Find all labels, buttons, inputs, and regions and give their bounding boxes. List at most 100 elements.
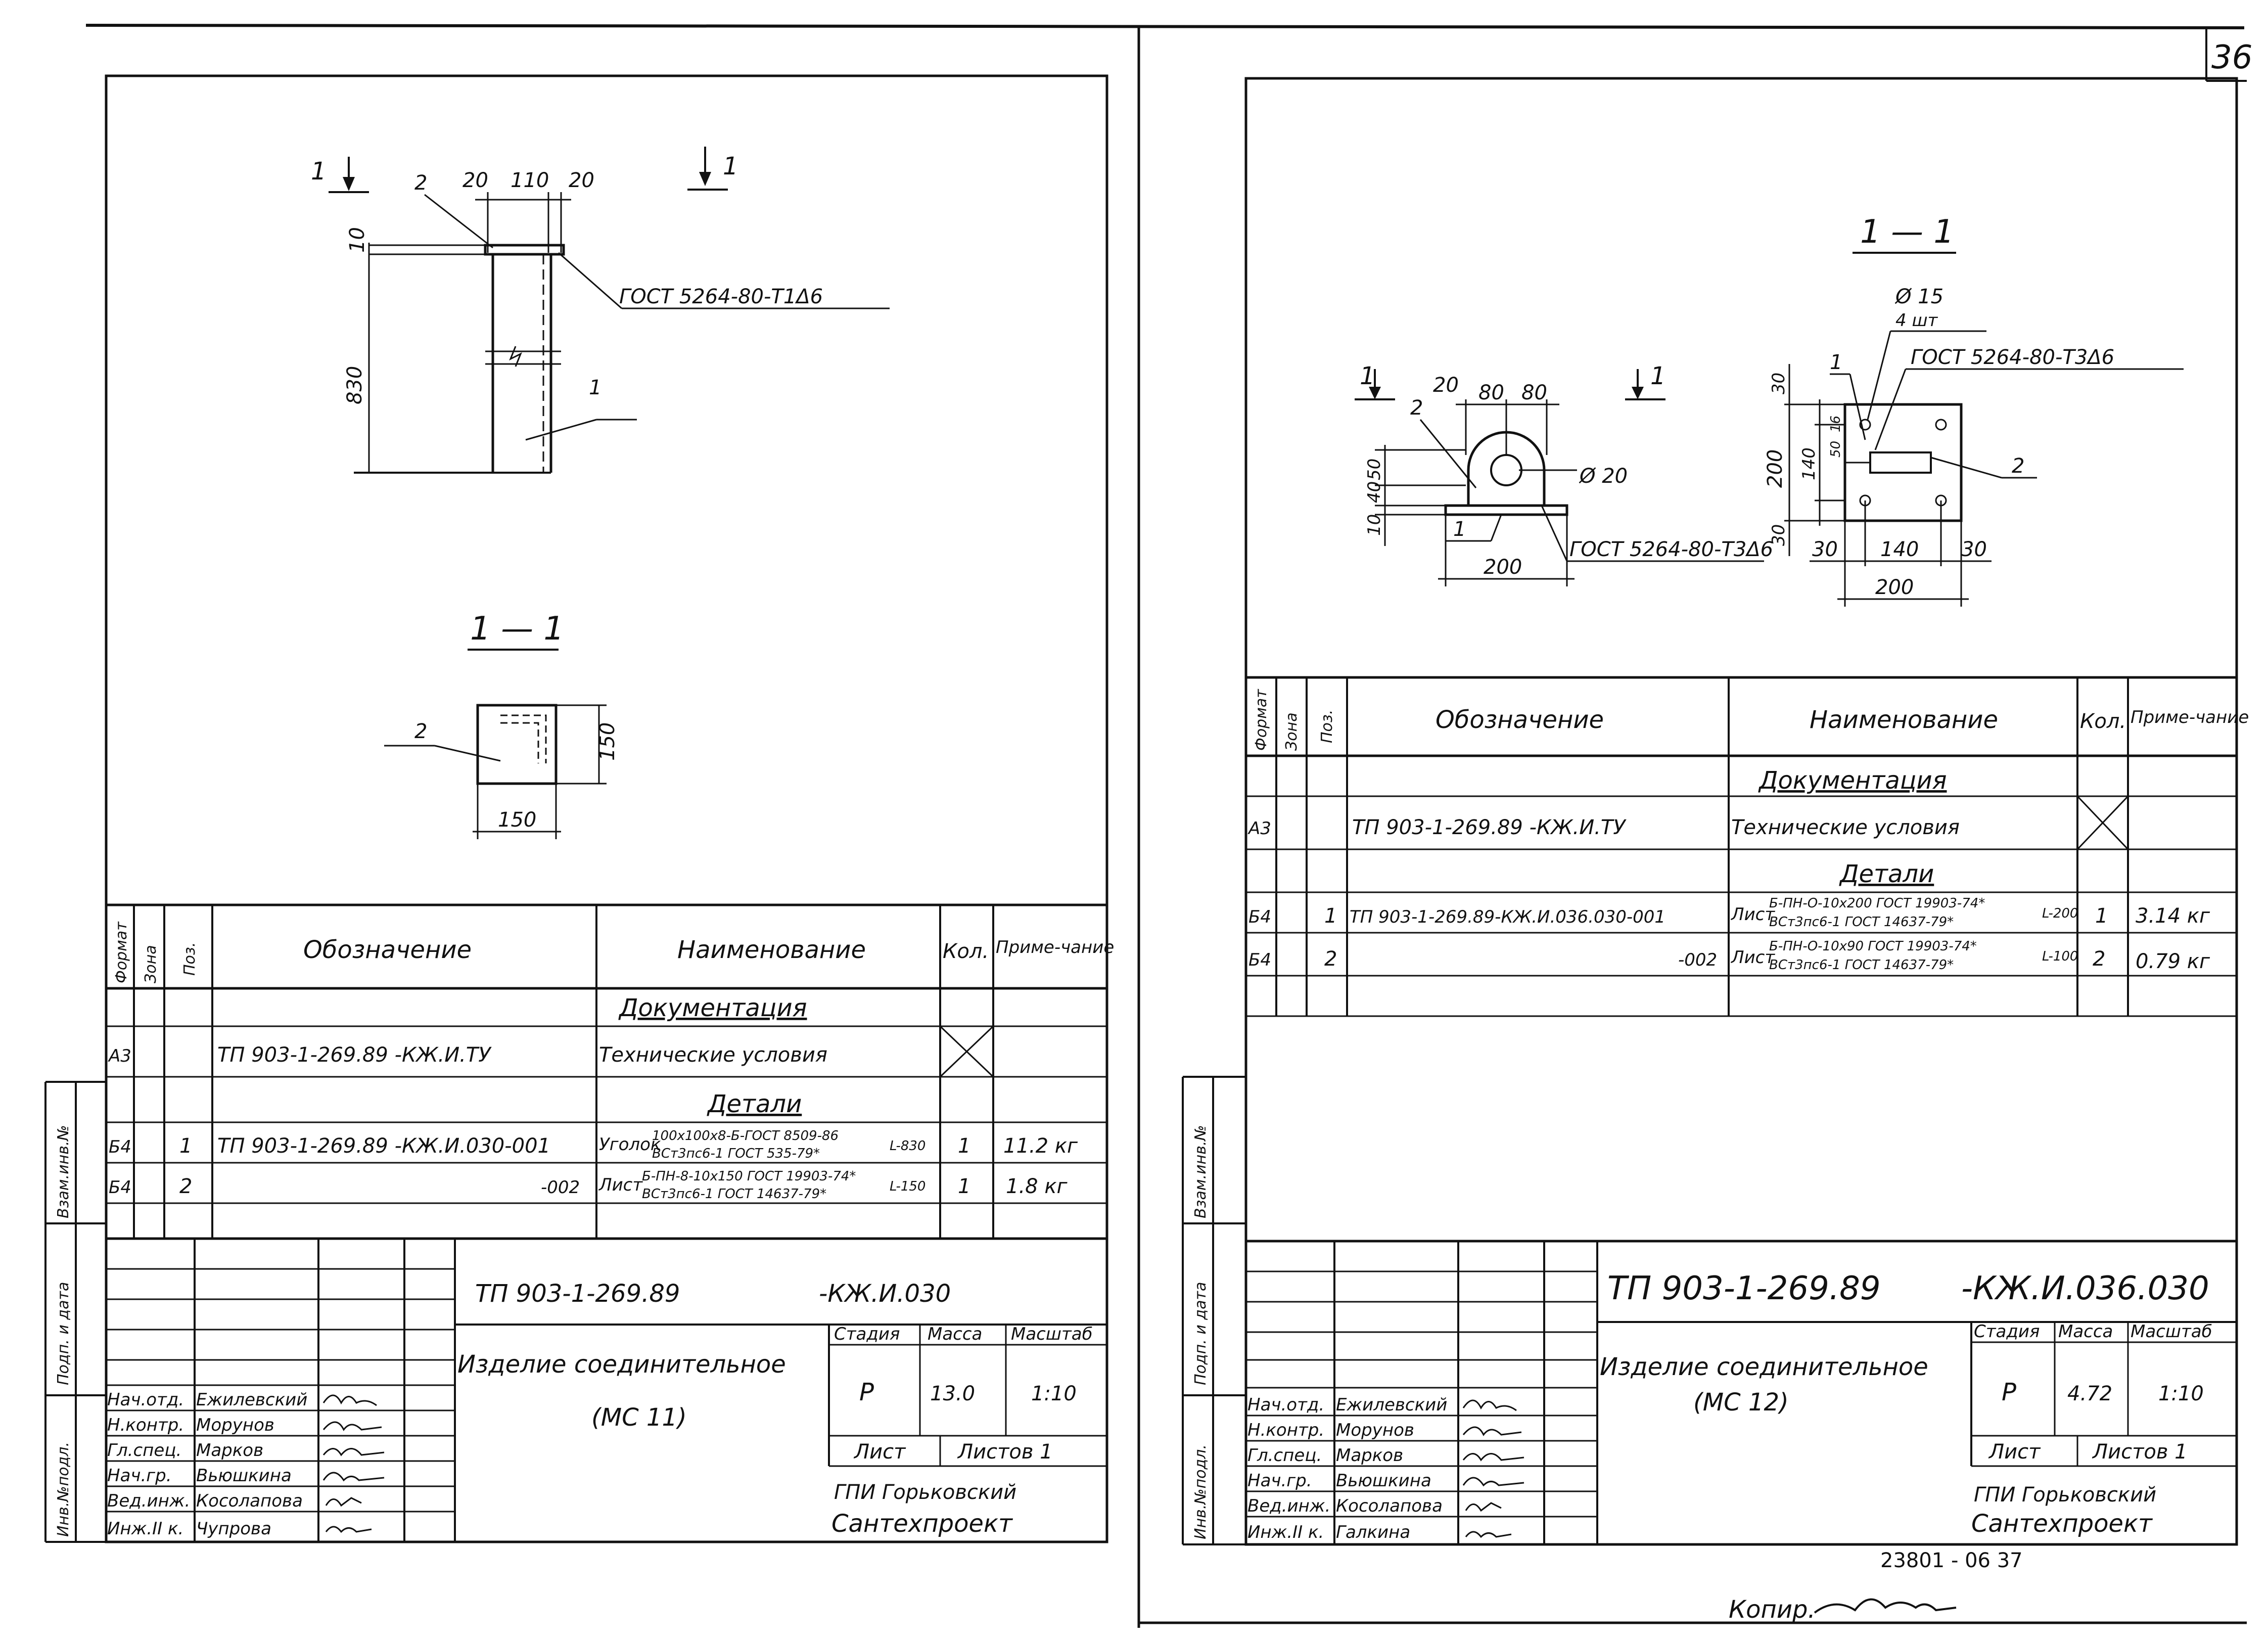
r-row1-name-bot: ВСт3пс6-1 ГОСТ 14637-79* bbox=[1769, 915, 1954, 930]
r-hdr-name: Наименование bbox=[1810, 706, 1998, 734]
right-plan-view: Ø 15 4 шт ГОСТ 5264-80-Т3Δ6 1 2 30 200 1… bbox=[1764, 285, 2184, 607]
org-line-2: Сантехпроект bbox=[831, 1510, 1013, 1538]
r-scale-value: 1:10 bbox=[2158, 1382, 2204, 1405]
right-spec-table: Формат Зона Поз. Обозначение Наименовани… bbox=[1246, 676, 2249, 1017]
r-staff-name-2: Морунов bbox=[1336, 1420, 1414, 1440]
r-row2-name-len: L-100 bbox=[2042, 949, 2078, 964]
r-doc-designation: ТП 903-1-269.89 -КЖ.И.ТУ bbox=[1352, 816, 1627, 839]
hdr-name: Наименование bbox=[677, 936, 866, 964]
top-border bbox=[85, 24, 2245, 29]
r-row1-name-top: Б-ПН-О-10х200 ГОСТ 19903-74* bbox=[1769, 896, 1985, 911]
r-stage-label: Стадия bbox=[1974, 1321, 2040, 1342]
sheet-label: Лист bbox=[853, 1440, 906, 1464]
front-dim-50: 50 bbox=[1364, 459, 1384, 480]
right-side-stamp: Взам.инв.№ Подп. и дата Инв.№подл. bbox=[1182, 1076, 1246, 1545]
weld-note-left: ГОСТ 5264-80-Т1Δ6 bbox=[619, 285, 823, 308]
plan-pos1: 1 bbox=[1830, 351, 1842, 374]
plan-dim-200v: 200 bbox=[1764, 449, 1787, 488]
row2-pos: 2 bbox=[179, 1175, 192, 1198]
left-section-pos2: 2 bbox=[414, 720, 427, 743]
r-stage-value: Р bbox=[2002, 1378, 2016, 1406]
plan-dim-30a: 30 bbox=[1769, 373, 1789, 394]
left-spec-table: Формат Зона Поз. Обозначение Наименовани… bbox=[106, 903, 1114, 1240]
r-hdr-zone: Зона bbox=[1283, 712, 1301, 751]
title-code-suffix: -КЖ.И.030 bbox=[819, 1280, 951, 1308]
org-line-1: ГПИ Горьковский bbox=[834, 1481, 1016, 1504]
signature-6 bbox=[325, 1526, 372, 1533]
r-doc-name: Технические условия bbox=[1731, 816, 1960, 839]
stamp-replace-r: Взам.инв.№ bbox=[1192, 1125, 1210, 1218]
dim-110: 110 bbox=[511, 169, 549, 192]
r-row1-format: Б4 bbox=[1248, 907, 1271, 927]
r-row2-format: Б4 bbox=[1248, 950, 1271, 970]
staff-role-5: Вед.инж. bbox=[107, 1491, 190, 1511]
r-title-line-2: (МС 12) bbox=[1693, 1388, 1789, 1417]
r-staff-role-4: Нач.гр. bbox=[1247, 1471, 1312, 1491]
r-hdr-pos: Поз. bbox=[1318, 710, 1336, 743]
section-mark-right: 1 bbox=[723, 152, 738, 180]
stamp-inv: Инв.№подл. bbox=[55, 1442, 72, 1537]
front-dim-10: 10 bbox=[1364, 514, 1384, 536]
section-documentation: Документация bbox=[618, 994, 807, 1022]
page-number: 36 bbox=[2211, 39, 2252, 76]
hdr-qty: Кол. bbox=[943, 940, 989, 963]
row1-format: Б4 bbox=[109, 1137, 131, 1157]
right-section-title: 1 — 1 bbox=[1860, 213, 1954, 251]
r-row1-designation: ТП 903-1-269.89-КЖ.И.036.030-001 bbox=[1350, 907, 1665, 927]
title-line-1: Изделие соединительное bbox=[457, 1350, 786, 1379]
r-row2-pos: 2 bbox=[1324, 947, 1337, 971]
r-mass-value: 4.72 bbox=[2067, 1382, 2112, 1405]
stamp-inv-r: Инв.№подл. bbox=[1192, 1444, 1210, 1539]
doc-format: А3 bbox=[108, 1046, 131, 1066]
dim-20a: 20 bbox=[462, 169, 488, 192]
row1-qty: 1 bbox=[958, 1134, 970, 1158]
signature-2 bbox=[322, 1421, 382, 1431]
row1-name-top: 100х100х8-Б-ГОСТ 8509-86 bbox=[652, 1128, 839, 1144]
front-dim-200: 200 bbox=[1484, 556, 1522, 579]
plan-holes-n: 4 шт bbox=[1895, 310, 1938, 331]
front-dim-20: 20 bbox=[1433, 374, 1459, 397]
r-hdr-format: Формат bbox=[1253, 689, 1270, 751]
row1-note: 11.2 кг bbox=[1003, 1134, 1078, 1158]
plan-dim-30b: 30 bbox=[1769, 524, 1789, 546]
staff-name-5: Косолапова bbox=[196, 1491, 303, 1511]
signature-5 bbox=[325, 1497, 362, 1507]
row2-name-bot: ВСт3пс6-1 ГОСТ 14637-79* bbox=[642, 1187, 826, 1202]
r-section-documentation: Документация bbox=[1758, 766, 1947, 795]
r-org-line-2: Сантехпроект bbox=[1971, 1510, 2153, 1538]
stage-value: Р bbox=[859, 1378, 874, 1406]
plan-holes: Ø 15 bbox=[1894, 285, 1943, 308]
hdr-designation: Обозначение bbox=[303, 936, 472, 964]
plan-dim-30c: 30 bbox=[1812, 538, 1838, 561]
r-sheet-label: Лист bbox=[1988, 1440, 2041, 1464]
copied-note: Копир. bbox=[1729, 1595, 1816, 1624]
staff-name-2: Морунов bbox=[196, 1415, 274, 1435]
r-hdr-note: Приме-чание bbox=[2131, 707, 2249, 727]
front-hole: Ø 20 bbox=[1579, 465, 1628, 488]
copy-signature bbox=[1814, 1598, 1957, 1614]
mass-label: Масса bbox=[928, 1324, 982, 1344]
row2-name-top: Б-ПН-8-10х150 ГОСТ 19903-74* bbox=[642, 1169, 856, 1184]
r-row2-note: 0.79 кг bbox=[2136, 950, 2210, 973]
r-signature-4 bbox=[1462, 1477, 1524, 1487]
r-doc-format: А3 bbox=[1247, 818, 1271, 839]
r-title-code: ТП 903-1-269.89 bbox=[1607, 1270, 1881, 1307]
plan-dim-200: 200 bbox=[1875, 576, 1914, 599]
r-staff-name-3: Марков bbox=[1336, 1445, 1403, 1466]
title-line-2: (МС 11) bbox=[591, 1403, 687, 1432]
staff-name-6: Чупрова bbox=[196, 1519, 271, 1539]
front-dim-80b: 80 bbox=[1521, 381, 1547, 404]
dim-10: 10 bbox=[346, 227, 369, 253]
r-org-line-1: ГПИ Горьковский bbox=[1974, 1483, 2156, 1507]
front-pos1: 1 bbox=[1453, 518, 1466, 541]
signature-4 bbox=[322, 1472, 385, 1482]
staff-name-1: Ежилевский bbox=[196, 1390, 307, 1410]
doc-designation: ТП 903-1-269.89 -КЖ.И.ТУ bbox=[217, 1043, 492, 1067]
dim-830: 830 bbox=[343, 366, 366, 404]
front-sec-right: 1 bbox=[1650, 362, 1666, 390]
r-staff-role-5: Вед.инж. bbox=[1247, 1496, 1330, 1516]
row2-designation: -002 bbox=[541, 1177, 580, 1198]
section-parts: Детали bbox=[707, 1090, 802, 1118]
r-row1-qty: 1 bbox=[2095, 904, 2108, 928]
